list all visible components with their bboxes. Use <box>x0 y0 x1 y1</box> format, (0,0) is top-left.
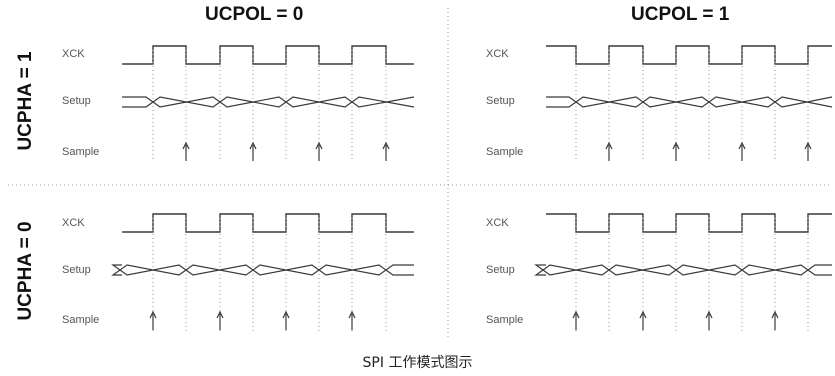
sample-arrow-head <box>738 141 746 150</box>
setup-data-waveform <box>122 96 415 108</box>
sample-arrow-head <box>216 310 224 319</box>
column-header-ucpol-1: UCPOL = 1 <box>631 4 730 25</box>
sample-label: Sample <box>62 314 100 326</box>
sample-arrow-head <box>639 310 647 319</box>
setup-data-waveform <box>534 264 832 276</box>
sample-arrow-head <box>149 310 157 319</box>
sample-arrow-head <box>672 141 680 150</box>
xck-clock-waveform <box>122 45 414 65</box>
setup-data-waveform <box>546 96 833 108</box>
row-header-ucpha-0: UCPHA = 0 <box>15 221 36 321</box>
setup-label: Setup <box>62 264 91 276</box>
sample-arrow-head <box>315 141 323 150</box>
sample-label: Sample <box>486 146 524 158</box>
sample-arrow-head <box>382 141 390 150</box>
sample-arrow-head <box>572 310 580 319</box>
setup-label: Setup <box>486 264 515 276</box>
sample-arrow-head <box>249 141 257 150</box>
setup-label: Setup <box>486 95 515 107</box>
setup-data-waveform <box>534 264 832 276</box>
sample-label: Sample <box>486 314 524 326</box>
clock-label: XCK <box>486 217 509 229</box>
clock-label: XCK <box>486 48 509 60</box>
sample-arrow-head <box>771 310 779 319</box>
xck-clock-waveform <box>122 213 414 233</box>
row-header-ucpha-1: UCPHA = 1 <box>15 51 36 151</box>
diagram-caption: SPI 工作模式图示 <box>362 355 473 371</box>
sample-arrow-head <box>605 141 613 150</box>
column-header-ucpol-0: UCPOL = 0 <box>205 4 304 25</box>
setup-data-waveform <box>111 264 414 276</box>
sample-label: Sample <box>62 146 100 158</box>
clock-label: XCK <box>62 48 85 60</box>
sample-arrow-head <box>182 141 190 150</box>
xck-clock-waveform <box>546 213 832 233</box>
xck-clock-waveform <box>546 45 832 65</box>
sample-arrow-head <box>348 310 356 319</box>
sample-arrow-head <box>705 310 713 319</box>
setup-label: Setup <box>62 95 91 107</box>
sample-arrow-head <box>804 141 812 150</box>
clock-label: XCK <box>62 217 85 229</box>
sample-arrow-head <box>282 310 290 319</box>
